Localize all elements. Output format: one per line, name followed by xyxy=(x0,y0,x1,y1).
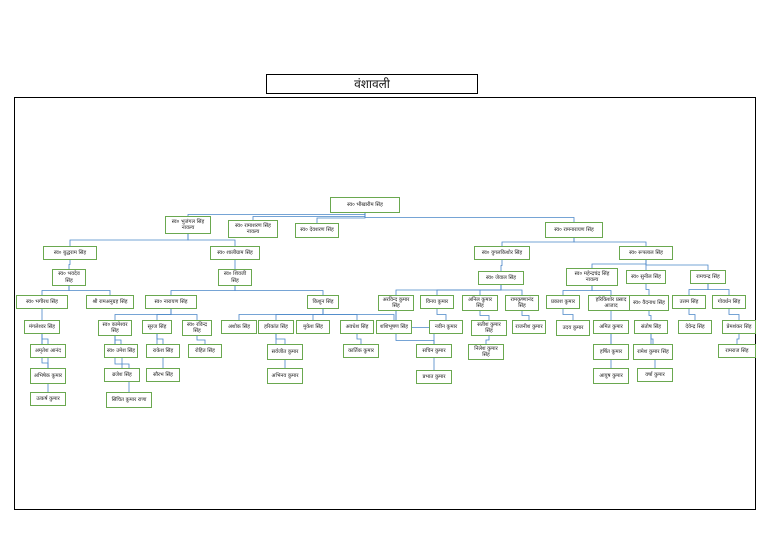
tree-node-g4f: विनय कुमार xyxy=(420,295,454,309)
tree-node-g4e: अरविन्द कुमार सिंह xyxy=(378,295,414,311)
tree-node-g4l: उत्तम सिंह xyxy=(672,295,706,309)
tree-node-g1b: स्व० रामाशरण सिंह नावल्य xyxy=(228,220,278,238)
tree-node-g3d: स्व० महेन्द्रचंद्र सिंह नावल्य xyxy=(566,268,618,286)
tree-node-g3c: स्व० जेवाल सिंह xyxy=(478,271,524,285)
tree-node-g4a: स्व० भगीरथ सिंह xyxy=(16,295,68,309)
tree-node-g4j: हरिकिशोर प्रसाद आजाद xyxy=(588,295,634,311)
tree-node-g6j: हर्षित कुमार xyxy=(593,344,629,360)
tree-node-g5b: स्व० कामेश्वर सिंह xyxy=(98,320,132,336)
tree-node-g5f: हरिकांत सिंह xyxy=(258,320,294,334)
tree-node-g1c: स्व० देवशरण सिंह xyxy=(295,223,339,238)
tree-node-g5a: मंगलेश्वर सिंह xyxy=(24,320,60,334)
tree-node-g1d: स्व० रामनारायण सिंह xyxy=(545,222,603,238)
tree-node-g7d: अभिनव कुमार xyxy=(267,368,303,384)
tree-node-g5g: मुकेश सिंह xyxy=(296,320,330,334)
tree-node-g2d: स्व० रूपलाल सिंह xyxy=(619,246,673,260)
tree-node-g5m: उदय कुमार xyxy=(556,320,590,336)
tree-node-g4i: प्रकाश कुमार xyxy=(546,295,580,309)
tree-node-g8a: सिंचित कुमार राणा xyxy=(106,392,152,408)
tree-node-g6b: अभिषेक कुमार xyxy=(30,368,66,384)
tree-node-g6g: कार्तिक कुमार xyxy=(343,344,379,358)
tree-node-g5c: सूरज सिंह xyxy=(142,320,172,334)
tree-node-g6h: सचिन कुमार xyxy=(416,344,452,358)
tree-node-g4h: रामकृष्णानंद सिंह xyxy=(505,295,539,311)
tree-node-g5i: शशिभूषण सिंह xyxy=(376,320,412,334)
tree-node-g2a: स्व० बुद्धराम सिंह xyxy=(43,246,97,260)
tree-node-g6e: रोहित सिंह xyxy=(188,344,222,358)
tree-node-g5o: संतोष सिंह xyxy=(634,320,668,334)
tree-node-g7a: उत्कर्ष कुमार xyxy=(30,392,66,406)
tree-node-g6a: अमृतेश आनंद xyxy=(30,344,66,358)
tree-node-g5d: स्व० रविन्द्र सिंह xyxy=(182,320,212,336)
tree-node-g5e: अशोक सिंह xyxy=(221,320,257,334)
page-title: वंशावली xyxy=(266,74,478,94)
tree-node-g3e: स्व० सुनील सिंह xyxy=(626,270,666,284)
tree-node-g1a: स्व० भुजंगल सिंह नावल्य xyxy=(165,216,211,234)
tree-node-g6c: स्व० उमेश सिंह xyxy=(104,344,138,358)
tree-node-g6k: रामेश कुमार सिंह xyxy=(633,344,673,360)
tree-node-g5n: अमित कुमार xyxy=(593,320,629,334)
tree-node-root: स्व० भीखारीम सिंह xyxy=(330,197,400,213)
tree-node-g4m: गोवर्धन सिंह xyxy=(712,295,746,309)
tree-node-g4c: स्व० नारायण सिंह xyxy=(145,295,197,309)
tree-node-g7c: सौरभ सिंह xyxy=(146,368,180,382)
tree-node-g5p: देवेन्द्र सिंह xyxy=(678,320,712,334)
tree-node-g6i: निलेश कुमार सिंह xyxy=(468,344,504,360)
tree-node-g6l: रामराज सिंह xyxy=(718,344,756,358)
tree-node-g5l: राजनीश कुमार xyxy=(512,320,546,334)
tree-node-g4b: श्री रामअनुग्रह सिंह xyxy=(86,295,134,309)
tree-node-g3a: स्व० भवदेव सिंह xyxy=(52,269,86,286)
tree-node-g5h: अवधेश सिंह xyxy=(340,320,374,334)
tree-node-g7e: प्रभात कुमार xyxy=(416,370,452,384)
tree-frame xyxy=(14,97,756,510)
tree-node-g4k: स्व० वैदनाथ सिंह xyxy=(629,295,669,311)
tree-node-g2b: स्व० शालीग्राम सिंह xyxy=(210,246,260,260)
tree-node-g6d: राकेश सिंह xyxy=(146,344,180,358)
tree-node-g5q: प्रेमशंकर सिंह xyxy=(722,320,756,334)
tree-node-g4g: अनिल कुमार सिंह xyxy=(462,295,498,311)
tree-node-g2c: स्व० युगलकिशोर सिंह xyxy=(474,246,530,260)
tree-node-g3b: स्व० शिवजी सिंह xyxy=(218,269,252,286)
tree-node-g5k: सतीश कुमार सिंह xyxy=(471,320,507,336)
tree-node-g3f: रामचन्द्र सिंह xyxy=(690,270,726,284)
tree-node-g4d: किशुन सिंह xyxy=(307,295,339,309)
tree-node-g7g: वर्षा कुमार xyxy=(637,368,673,382)
tree-node-g7b: ब्रजेश सिंह xyxy=(104,368,140,382)
tree-node-g5j: नवीन कुमार xyxy=(429,320,463,334)
tree-node-g6f: सर्वजीत कुमार xyxy=(267,344,303,360)
tree-node-g7f: आयुष कुमार xyxy=(593,368,629,384)
